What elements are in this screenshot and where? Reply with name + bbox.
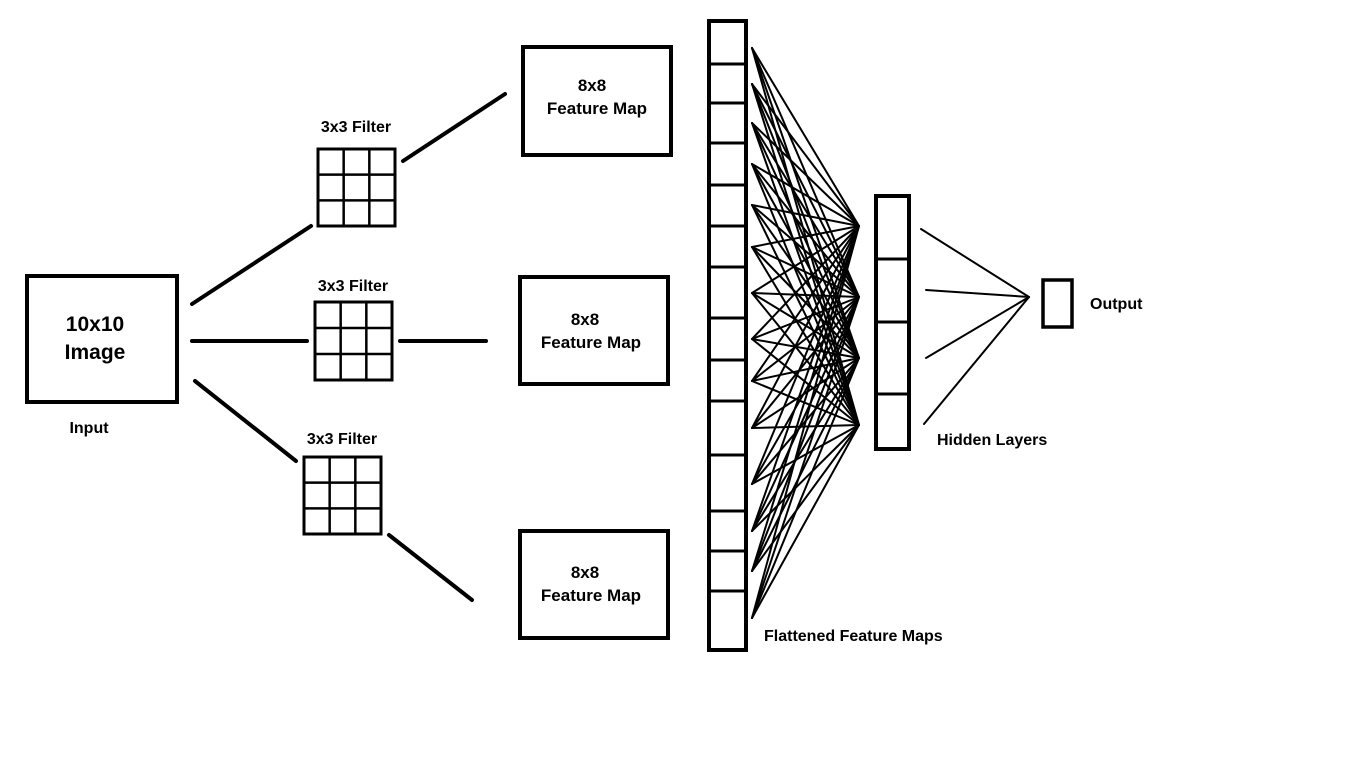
hidden-layers-column (874, 194, 911, 451)
feature-map-name-label-2: Feature Map (541, 333, 641, 352)
connector-hidden-4-output (923, 296, 1030, 425)
flattened-column-frame (707, 19, 748, 652)
dense-connection-line (751, 296, 860, 382)
dense-connection-line (751, 357, 860, 532)
filter-node-1: 3x3 Filter (316, 119, 397, 228)
feature-map-node-2: 8x8 Feature Map (518, 275, 670, 386)
input-image-node: 10x10 Image (25, 274, 179, 404)
feature-map-node-3: 8x8 Feature Map (518, 529, 670, 640)
filter-grid-frame (316, 147, 397, 228)
dense-connection-line (751, 338, 860, 426)
dense-connection-line (751, 225, 860, 429)
dense-connection-line (751, 357, 860, 382)
dense-connection-line (751, 357, 860, 572)
output-box (1041, 278, 1074, 329)
dense-connection-line (751, 47, 860, 298)
filter-label-3: 3x3 Filter (307, 431, 377, 448)
dense-connection-line (751, 83, 860, 227)
filter-grid-1 (316, 147, 397, 228)
dense-connection-line (751, 163, 860, 359)
dense-connection-line (751, 357, 860, 619)
dense-connection-line (751, 424, 860, 619)
feature-map-box-2 (518, 275, 670, 386)
output-node (1041, 278, 1074, 329)
filter-label-1: 3x3 Filter (321, 119, 391, 136)
dense-connection-line (751, 47, 860, 227)
connector-input-filter-3 (193, 379, 298, 463)
dense-connections-flattened-to-hidden (751, 47, 860, 619)
input-image-size-label: 10x10 (66, 313, 124, 336)
dense-connection-line (751, 225, 860, 485)
dense-connection-line (751, 83, 860, 359)
input-caption: Input (69, 420, 109, 437)
connector-hidden-2-output (925, 289, 1030, 298)
filter-to-featuremap-connectors (387, 92, 507, 602)
input-image-word-label: Image (65, 341, 126, 364)
dense-connection-line (751, 163, 860, 227)
filter-grid-2 (313, 300, 394, 382)
feature-map-box-1 (521, 45, 673, 157)
feature-map-box-3 (518, 529, 670, 640)
dense-connection-line (751, 424, 860, 429)
feature-map-size-label-1: 8x8 (578, 76, 606, 95)
dense-connection-line (751, 357, 860, 429)
dense-connection-line (751, 380, 860, 426)
output-caption: Output (1090, 296, 1143, 313)
dense-connection-line (751, 225, 860, 572)
feature-map-size-label-3: 8x8 (571, 563, 599, 582)
filter-grid-3 (302, 455, 383, 536)
dense-connection-line (751, 47, 860, 359)
dense-connection-line (751, 296, 860, 532)
connector-input-filter-1 (190, 224, 313, 306)
dense-connection-line (751, 296, 860, 619)
dense-connection-line (751, 338, 860, 359)
dense-connection-line (751, 296, 860, 572)
dense-connection-line (751, 292, 860, 298)
filter-grid-frame (313, 300, 394, 382)
filter-node-3: 3x3 Filter (302, 431, 383, 536)
dense-connection-line (751, 122, 860, 227)
connector-filter-3-featuremap-3 (387, 533, 474, 602)
filter-grid-frame (302, 455, 383, 536)
connector-hidden-3-output (925, 296, 1030, 359)
flattened-feature-maps-column (707, 19, 748, 652)
feature-map-name-label-3: Feature Map (541, 586, 641, 605)
dense-connection-line (751, 225, 860, 532)
filter-label-2: 3x3 Filter (318, 278, 388, 295)
dense-connection-line (751, 225, 860, 248)
input-image-box (25, 274, 179, 404)
input-to-filter-connectors (190, 224, 313, 463)
feature-map-node-1: 8x8 Feature Map (521, 45, 673, 157)
dense-connection-line (751, 296, 860, 340)
dense-connection-line (751, 225, 860, 382)
dense-connection-line (751, 424, 860, 572)
feature-map-size-label-2: 8x8 (571, 310, 599, 329)
feature-map-name-label-1: Feature Map (547, 99, 647, 118)
connector-filter-1-featuremap-1 (401, 92, 507, 163)
hidden-to-output-connectors (920, 228, 1030, 425)
hidden-caption: Hidden Layers (937, 432, 1047, 449)
dense-connection-line (751, 424, 860, 532)
dense-connection-line (751, 296, 860, 429)
dense-connection-line (751, 296, 860, 485)
flattened-caption: Flattened Feature Maps (764, 628, 943, 645)
connector-hidden-1-output (920, 228, 1030, 298)
filter-node-2: 3x3 Filter (313, 278, 394, 382)
dense-connection-line (751, 225, 860, 619)
dense-connection-line (751, 204, 860, 227)
dense-connection-line (751, 225, 860, 340)
dense-connection-line (751, 225, 860, 294)
